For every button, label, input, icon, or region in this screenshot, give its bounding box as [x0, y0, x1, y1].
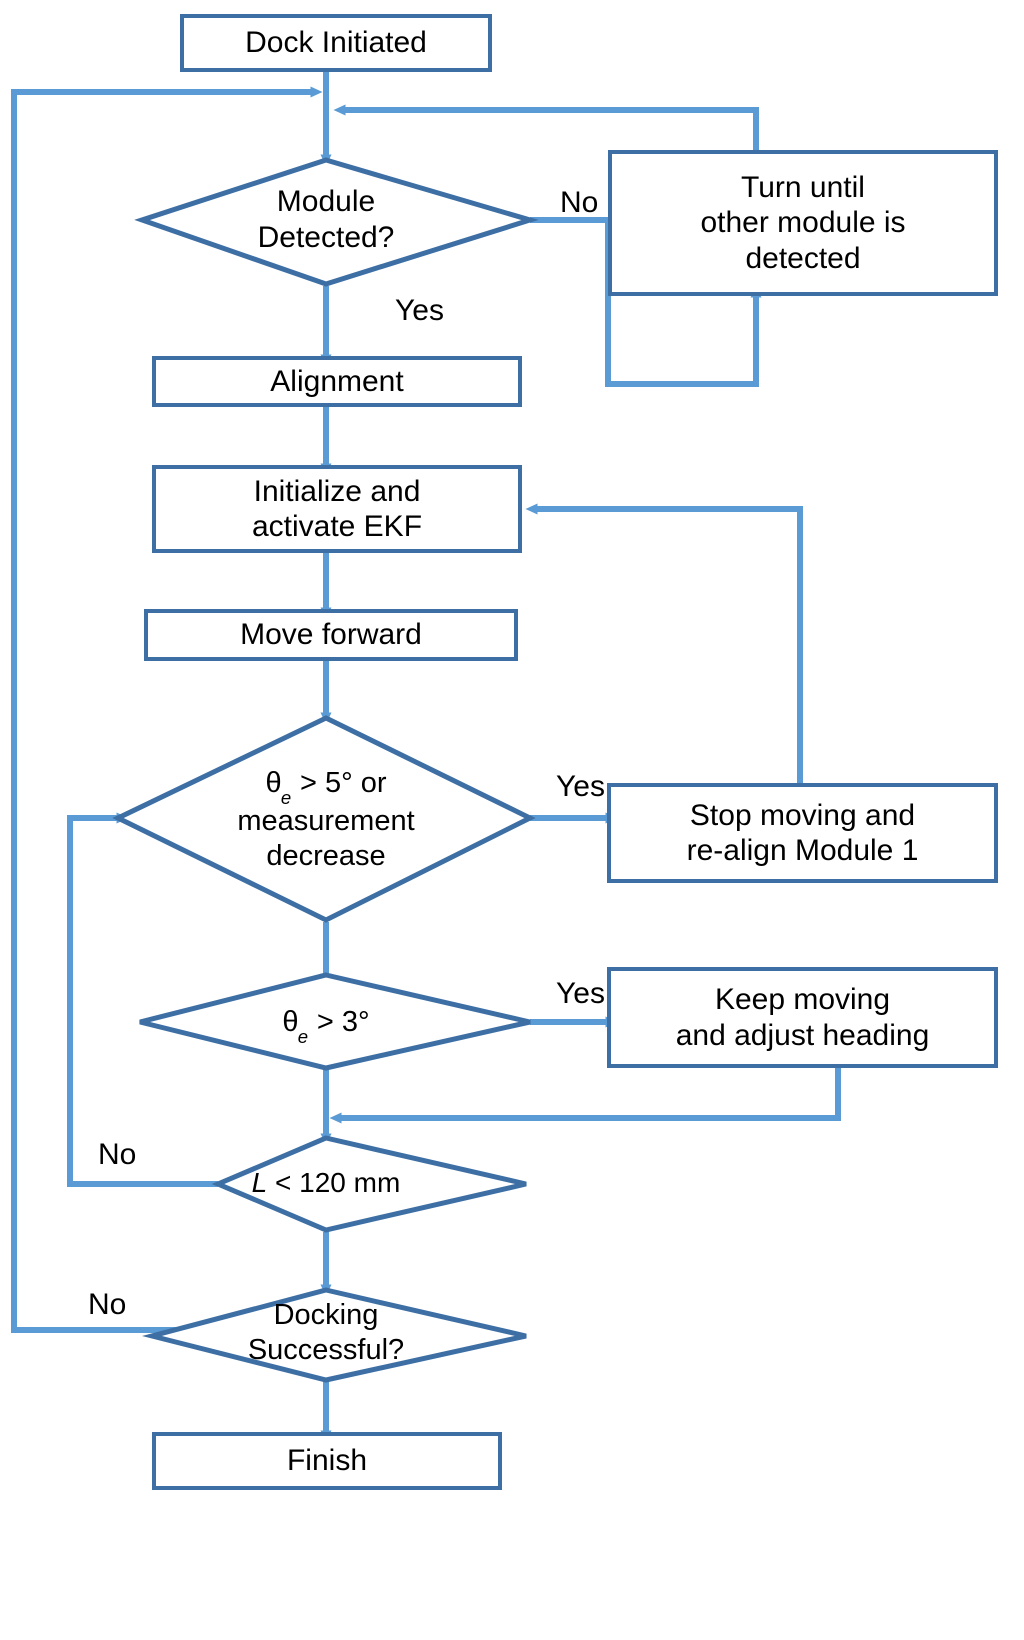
- box-line-2: activate EKF: [251, 510, 423, 543]
- process-box-initialize-ekf[interactable]: Initialize and activate EKF: [152, 465, 522, 553]
- box-line-2: and adjust heading: [675, 1018, 930, 1052]
- edge-label-module-detected-no: No: [560, 186, 599, 219]
- decision-line-2: Detected?: [257, 221, 395, 254]
- decision-line-3: decrease: [266, 839, 386, 872]
- process-box-label: Alignment: [270, 364, 404, 398]
- decision-line-1: L < 120 mm: [251, 1167, 401, 1198]
- edge-label-theta3-yes: Yes: [556, 977, 605, 1010]
- decision-line-1: Docking: [273, 1299, 379, 1331]
- process-box-label: Finish: [286, 1444, 368, 1478]
- edge-label-theta5-yes: Yes: [556, 770, 605, 803]
- process-box-keep-moving[interactable]: Keep moving and adjust heading: [607, 967, 998, 1068]
- box-line-1: Stop moving and: [689, 798, 916, 832]
- decision-label-docking: Docking Successful?: [196, 1298, 456, 1368]
- process-box-label: Turn until other module is detected: [612, 170, 994, 276]
- diamond-theta3: [139, 972, 531, 1071]
- box-line-2: other module is: [700, 206, 906, 240]
- process-box-turn-until[interactable]: Turn until other module is detected: [608, 150, 998, 296]
- process-box-label: Stop moving and re-align Module 1: [611, 798, 994, 869]
- decision-line-2: measurement: [237, 805, 415, 838]
- process-box-label: Keep moving and adjust heading: [611, 982, 994, 1053]
- decision-label-theta3: θe > 3°: [216, 1005, 436, 1048]
- box-line-1: Turn until: [741, 170, 865, 204]
- process-box-move-forward[interactable]: Move forward: [144, 609, 518, 661]
- process-box-label: Initialize and activate EKF: [156, 474, 518, 545]
- decision-label-theta5: θe > 5° or measurement decrease: [196, 766, 456, 874]
- process-box-label: Move forward: [240, 618, 422, 652]
- edge-label-module-detected-yes: Yes: [395, 294, 444, 327]
- diamond-docking: [142, 1287, 527, 1383]
- box-line-1: Keep moving: [714, 983, 891, 1017]
- decision-label-length120: L < 120 mm: [206, 1166, 446, 1200]
- decision-label-module-detected: Module Detected?: [206, 184, 446, 256]
- box-line-2: re-align Module 1: [686, 834, 919, 867]
- diamond-module-detected: [134, 157, 539, 287]
- decision-line-1: Module: [276, 185, 376, 218]
- process-box-alignment[interactable]: Alignment: [152, 356, 522, 407]
- decision-line-1: θe > 3°: [282, 1006, 370, 1048]
- box-line-1: Initialize and: [253, 474, 421, 508]
- process-box-label: Dock Initiated: [245, 26, 427, 60]
- diamond-theta5: [112, 715, 536, 923]
- decision-line-2: Successful?: [247, 1333, 405, 1366]
- box-line-3: detected: [745, 241, 861, 275]
- process-box-dock-initiated[interactable]: Dock Initiated: [180, 14, 492, 72]
- process-box-finish[interactable]: Finish: [152, 1432, 502, 1490]
- diamond-length120: [211, 1135, 527, 1233]
- process-box-stop-realign[interactable]: Stop moving and re-align Module 1: [607, 783, 998, 883]
- decision-line-1: θe > 5° or: [265, 767, 387, 809]
- edge-label-length120-no: No: [98, 1138, 137, 1171]
- edge-label-docking-no: No: [88, 1288, 127, 1321]
